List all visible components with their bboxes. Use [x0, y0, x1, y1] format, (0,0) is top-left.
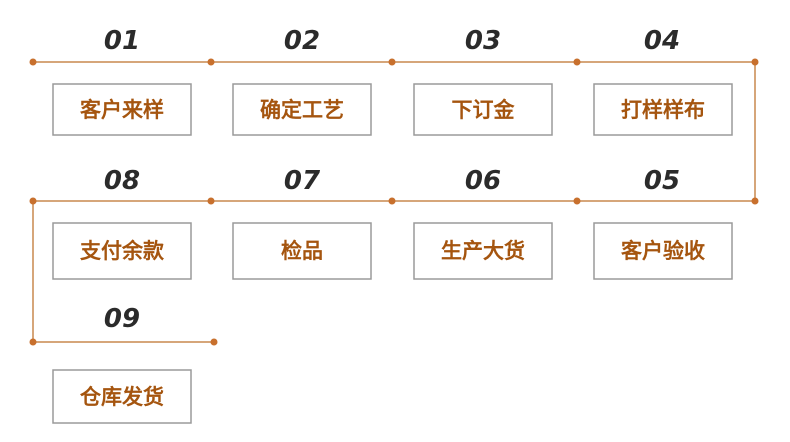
step-box — [52, 222, 192, 280]
step-label: 检品 — [281, 239, 323, 263]
step-label: 打样样布 — [621, 98, 705, 122]
step-07: 07 检品 — [232, 166, 372, 280]
step-02: 02 确定工艺 — [232, 26, 372, 136]
step-label: 客户来样 — [80, 98, 164, 122]
dot — [573, 197, 581, 205]
dot — [207, 197, 215, 205]
dot — [29, 58, 37, 66]
step-label: 确定工艺 — [260, 98, 344, 122]
dot — [29, 338, 37, 346]
dot — [388, 58, 396, 66]
dot — [210, 338, 218, 346]
step-number: 05 — [644, 166, 680, 196]
step-label: 生产大货 — [441, 239, 525, 263]
step-box — [232, 222, 372, 280]
step-label: 下订金 — [452, 98, 516, 122]
step-number: 03 — [465, 26, 501, 56]
dot — [751, 197, 759, 205]
dot — [29, 197, 37, 205]
step-box — [52, 83, 192, 136]
step-number: 02 — [284, 26, 320, 56]
step-03: 03 下订金 — [413, 26, 553, 136]
step-box — [413, 83, 553, 136]
step-04: 04 打样样布 — [593, 26, 733, 136]
step-05: 05 客户验收 — [593, 166, 733, 280]
dot — [207, 58, 215, 66]
step-06: 06 生产大货 — [413, 166, 553, 280]
step-01: 01 客户来样 — [52, 26, 192, 136]
step-label: 支付余款 — [80, 239, 165, 263]
dot — [388, 197, 396, 205]
step-08: 08 支付余款 — [52, 166, 192, 280]
step-box — [413, 222, 553, 280]
step-09: 09 仓库发货 — [52, 304, 192, 424]
step-number: 04 — [644, 26, 680, 56]
dot — [573, 58, 581, 66]
step-label: 仓库发货 — [79, 385, 164, 409]
step-number: 01 — [104, 26, 140, 56]
steps: 01 客户来样 02 确定工艺 03 下订金 04 打样样布 05 客户验收 0… — [52, 26, 733, 424]
step-number: 07 — [284, 166, 321, 196]
step-box — [593, 222, 733, 280]
step-box — [593, 83, 733, 136]
step-number: 08 — [104, 166, 140, 196]
step-label: 客户验收 — [621, 239, 705, 263]
connector-dots — [29, 58, 759, 346]
step-number: 09 — [104, 304, 140, 334]
step-number: 06 — [465, 166, 501, 196]
dot — [751, 58, 759, 66]
step-box — [232, 83, 372, 136]
step-box — [52, 369, 192, 424]
